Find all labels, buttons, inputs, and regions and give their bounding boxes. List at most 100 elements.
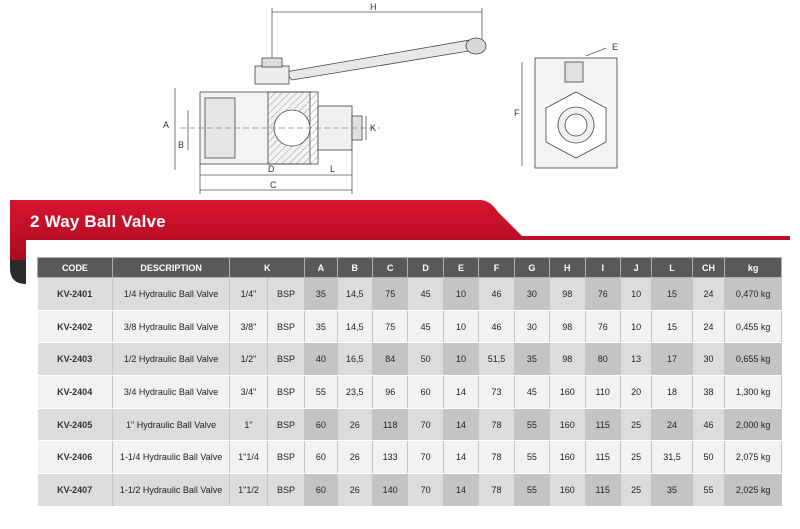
cell-j: 25 xyxy=(620,440,653,475)
cell-f: 46 xyxy=(478,310,515,344)
cell-description: 3/8 Hydraulic Ball Valve xyxy=(112,310,231,344)
ball-valve-drawing: H A B D C L K E F xyxy=(163,2,618,194)
cell-kg: 0,470 kg xyxy=(724,277,782,311)
cell-h: 98 xyxy=(549,342,586,377)
cell-l: 15 xyxy=(651,277,693,311)
cell-a: 60 xyxy=(304,473,338,507)
cell-h: 160 xyxy=(549,440,586,475)
cell-d: 45 xyxy=(407,310,444,344)
cell-g: 30 xyxy=(514,310,551,344)
cell-e: 14 xyxy=(443,408,480,442)
cell-kg: 2,025 kg xyxy=(724,473,782,507)
cell-k-thread: BSP xyxy=(267,310,306,344)
cell-g: 30 xyxy=(514,277,551,311)
cell-d: 70 xyxy=(407,440,444,475)
cell-g: 55 xyxy=(514,408,551,442)
cell-e: 10 xyxy=(443,277,480,311)
cell-e: 14 xyxy=(443,473,480,507)
cell-ch: 30 xyxy=(692,342,726,377)
cell-k-thread: BSP xyxy=(267,408,306,442)
cell-k-thread: BSP xyxy=(267,440,306,475)
cell-d: 45 xyxy=(407,277,444,311)
cell-c: 75 xyxy=(372,310,409,344)
cell-a: 35 xyxy=(304,310,338,344)
cell-l: 18 xyxy=(651,375,693,409)
cell-h: 160 xyxy=(549,473,586,507)
cell-b: 23,5 xyxy=(337,375,373,409)
cell-i: 115 xyxy=(585,473,621,507)
cell-l: 24 xyxy=(651,408,693,442)
technical-drawing: H A B D C L K E F xyxy=(0,0,800,200)
cell-i: 76 xyxy=(585,277,621,311)
cell-ch: 50 xyxy=(692,440,726,475)
cell-a: 60 xyxy=(304,440,338,475)
dim-label-b: B xyxy=(178,140,184,150)
header-j: J xyxy=(619,257,653,278)
cell-code: KV-2406 xyxy=(37,440,113,475)
cell-ch: 24 xyxy=(692,277,726,311)
cell-description: 3/4 Hydraulic Ball Valve xyxy=(112,375,231,409)
cell-f: 78 xyxy=(478,408,515,442)
header-code: CODE xyxy=(37,257,113,278)
cell-f: 78 xyxy=(478,473,515,507)
cell-a: 55 xyxy=(304,375,338,409)
cell-b: 14,5 xyxy=(337,277,373,311)
page-title: 2 Way Ball Valve xyxy=(30,212,166,231)
cell-h: 98 xyxy=(549,310,586,344)
cell-c: 118 xyxy=(372,408,409,442)
cell-code: KV-2405 xyxy=(37,408,113,442)
cell-j: 10 xyxy=(620,310,653,344)
cell-b: 26 xyxy=(337,408,373,442)
cell-description: 1-1/4 Hydraulic Ball Valve xyxy=(112,440,231,475)
dim-label-f: F xyxy=(514,108,520,118)
title-banner xyxy=(10,198,790,288)
dim-label-d: D xyxy=(268,164,275,174)
cell-l: 31,5 xyxy=(651,440,693,475)
cell-ch: 38 xyxy=(692,375,726,409)
header-c: C xyxy=(371,257,409,278)
cell-k-thread: BSP xyxy=(267,277,306,311)
cell-l: 15 xyxy=(651,310,693,344)
cell-e: 14 xyxy=(443,375,480,409)
cell-a: 60 xyxy=(304,408,338,442)
cell-b: 14,5 xyxy=(337,310,373,344)
cell-f: 78 xyxy=(478,440,515,475)
cell-k-size: 3/8" xyxy=(229,310,268,344)
cell-ch: 46 xyxy=(692,408,726,442)
cell-i: 110 xyxy=(585,375,621,409)
cell-description: 1/2 Hydraulic Ball Valve xyxy=(112,342,231,377)
cell-kg: 0,455 kg xyxy=(724,310,782,344)
spec-table: CODE DESCRIPTION K A B C D E F G H I J L… xyxy=(37,257,782,507)
cell-e: 14 xyxy=(443,440,480,475)
header-a: A xyxy=(304,257,338,278)
cell-code: KV-2401 xyxy=(37,277,113,311)
cell-b: 16,5 xyxy=(337,342,373,377)
cell-e: 10 xyxy=(443,342,480,377)
cell-h: 160 xyxy=(549,375,586,409)
cell-kg: 1,300 kg xyxy=(724,375,782,409)
handle-knob xyxy=(465,37,487,55)
cell-b: 26 xyxy=(337,440,373,475)
table-header-row: CODE DESCRIPTION K A B C D E F G H I J L… xyxy=(37,257,782,278)
cell-i: 80 xyxy=(585,342,621,377)
cell-l: 17 xyxy=(651,342,693,377)
cell-c: 84 xyxy=(372,342,409,377)
dim-label-e: E xyxy=(612,42,618,52)
cell-a: 40 xyxy=(304,342,338,377)
cell-kg: 0,655 kg xyxy=(724,342,782,377)
cell-d: 70 xyxy=(407,473,444,507)
cell-i: 76 xyxy=(585,310,621,344)
cell-j: 13 xyxy=(620,342,653,377)
dim-label-a: A xyxy=(163,120,169,130)
cell-k-thread: BSP xyxy=(267,375,306,409)
header-l: L xyxy=(651,257,693,278)
cell-a: 35 xyxy=(304,277,338,311)
cell-j: 10 xyxy=(620,277,653,311)
cell-code: KV-2402 xyxy=(37,310,113,344)
header-e: E xyxy=(442,257,480,278)
